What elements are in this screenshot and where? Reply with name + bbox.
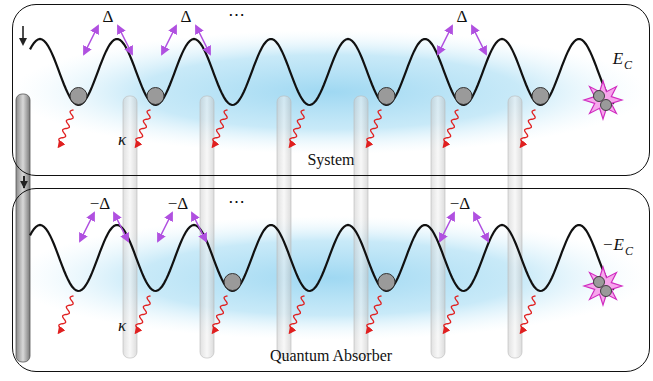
- flow-arrowhead: [19, 38, 27, 46]
- subscript: C: [625, 245, 633, 257]
- hopping-arrow: [440, 213, 454, 241]
- decay-wave: [367, 296, 382, 333]
- atom: [455, 88, 472, 105]
- hopping-arrow: [80, 213, 94, 241]
- atom: [378, 88, 395, 105]
- lattice-potential: [30, 39, 614, 105]
- hopping-label: −Δ: [450, 195, 471, 212]
- flow-connector: [23, 176, 25, 188]
- decay-wave: [59, 296, 74, 333]
- decay-wave: [213, 110, 228, 147]
- ellipsis: ⋯: [228, 193, 245, 210]
- interaction-star: [584, 267, 622, 305]
- hopping-arrow: [114, 213, 128, 241]
- subscript: C: [624, 59, 632, 71]
- hopping-arrow: [196, 26, 210, 54]
- coupling-tube: [508, 96, 522, 358]
- interaction-label: −E: [602, 236, 624, 253]
- hopping-label: Δ: [181, 8, 192, 25]
- atom: [601, 100, 612, 111]
- coupling-tube: [431, 96, 445, 358]
- decay-label: κ: [118, 131, 126, 148]
- hopping-label: Δ: [457, 8, 468, 25]
- decay-wave: [444, 296, 459, 333]
- hopping-arrow: [84, 26, 98, 54]
- hopping-label: −Δ: [90, 195, 111, 212]
- atom: [378, 274, 395, 291]
- decay-wave: [521, 110, 536, 147]
- glow-top: [12, 30, 648, 154]
- decay-wave: [59, 110, 74, 147]
- hopping-arrow: [118, 26, 132, 54]
- panel-box: Quantum Absorber: [12, 188, 650, 372]
- coupling-tube: [354, 96, 368, 358]
- atom: [594, 277, 605, 288]
- decay-wave: [290, 110, 305, 147]
- decay-wave: [136, 296, 151, 333]
- atom: [224, 274, 241, 291]
- hopping-arrow: [472, 26, 486, 54]
- panel-title: Quantum Absorber: [13, 347, 649, 365]
- interaction-star: [584, 81, 622, 119]
- decay-wave: [521, 296, 536, 333]
- atom: [70, 88, 87, 105]
- coupling-tube-main: [16, 94, 30, 362]
- hopping-arrow: [474, 213, 488, 241]
- hopping-arrow: [158, 213, 172, 241]
- decay-wave: [367, 110, 382, 147]
- atom: [601, 286, 612, 297]
- hopping-arrow: [192, 213, 206, 241]
- hopping-label: Δ: [103, 8, 114, 25]
- ellipsis: ⋯: [228, 6, 245, 23]
- hopping-arrow: [162, 26, 176, 54]
- panel-box: System: [12, 4, 650, 176]
- coupling-tube: [277, 96, 291, 358]
- decay-wave: [136, 110, 151, 147]
- hopping-arrow: [438, 26, 452, 54]
- decay-wave: [444, 110, 459, 147]
- coupling-tube: [200, 96, 214, 358]
- glow-bottom: [12, 216, 648, 340]
- decay-wave: [213, 296, 228, 333]
- hopping-label: −Δ: [168, 195, 189, 212]
- interaction-label: E: [613, 50, 623, 67]
- lattice-potential: [30, 225, 614, 291]
- decay-wave: [290, 296, 305, 333]
- atom: [594, 91, 605, 102]
- atom: [532, 88, 549, 105]
- panel-title: System: [13, 151, 649, 169]
- atom: [147, 88, 164, 105]
- decay-label: κ: [118, 317, 126, 334]
